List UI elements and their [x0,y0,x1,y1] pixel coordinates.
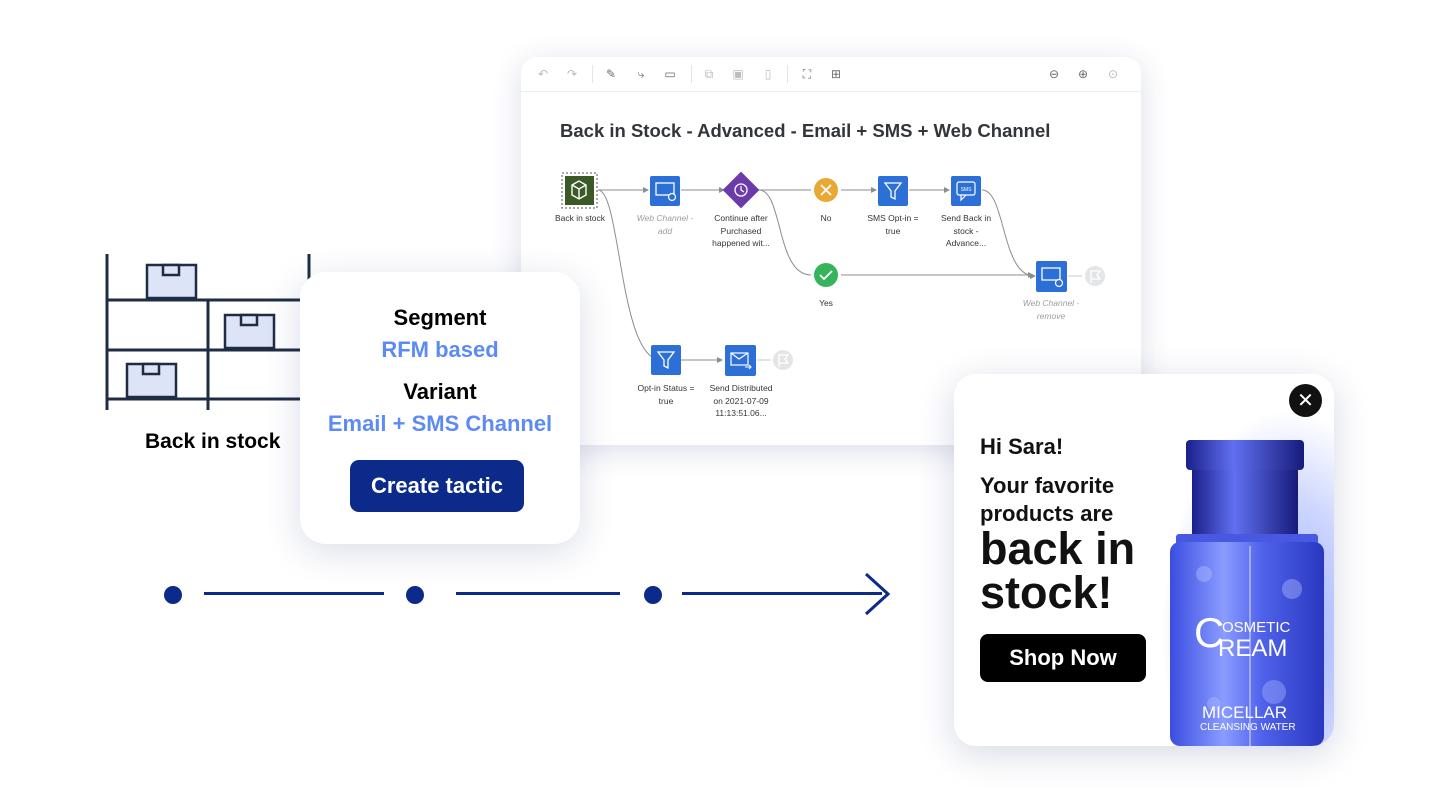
pencil-icon[interactable]: ✎ [605,67,617,81]
web-channel-remove-label: Web Channel -remove [1022,298,1080,321]
editor-toolbar: ↶ ↷ ✎ ⤷ ▭ ⧉ ▣ ▯ ⛶ ⊞ ⊖ ⊕ ⊙ [521,57,1141,92]
zoom-out-icon[interactable]: ⊖ [1048,67,1060,81]
start-node-label: Back in stock [554,213,606,223]
shelf-label: Back in stock [145,430,281,453]
optin-status-label: Opt-in Status =true [637,383,695,406]
sms-badge-text: SMS [961,187,973,193]
box-icon [223,313,276,350]
web-channel-add-label: Web Channel -add [636,213,694,236]
web-channel-add-node[interactable] [650,176,680,206]
variant-heading: Variant [403,379,477,404]
copy-icon[interactable]: ⧉ [704,67,714,81]
journey-title: Back in Stock - Advanced - Email + SMS +… [560,120,1051,141]
yes-branch-node[interactable] [814,263,838,287]
timeline-segment [204,592,384,595]
connect-icon[interactable]: ⤷ [637,67,645,81]
end-flag-icon [773,350,793,370]
send-sms-node[interactable]: SMS [951,176,981,206]
undo-icon[interactable]: ↶ [537,67,549,81]
x-icon [820,184,832,196]
filter-icon [656,351,676,370]
shelf-illustration [105,254,311,410]
zoom-reset-icon[interactable]: ⊙ [1107,67,1119,81]
redo-icon[interactable]: ↷ [566,67,578,81]
optin-status-filter-node[interactable] [651,345,681,375]
web-channel-remove-node[interactable] [1036,261,1067,292]
zoom-in-icon[interactable]: ⊕ [1077,67,1089,81]
timeline-segment [682,592,882,595]
end-flag-icon [1085,266,1105,286]
delete-icon[interactable]: ▯ [764,67,772,81]
start-node[interactable] [561,172,598,209]
segment-heading: Segment [393,305,487,330]
yes-branch-label: Yes [819,298,833,308]
email-icon [730,352,749,366]
variant-value: Email + SMS Channel [327,411,553,436]
no-branch-node[interactable] [814,178,838,202]
box-icon [125,362,178,399]
timeline-segment [456,592,620,595]
flow-canvas: SMS [561,171,1105,376]
shop-now-button[interactable]: Shop Now [980,634,1146,682]
send-email-node[interactable] [725,345,756,376]
box-icon [571,180,587,200]
close-button[interactable]: ✕ [1289,384,1322,417]
timeline-dot [644,586,662,604]
no-branch-label: No [820,213,832,223]
wait-node[interactable] [722,171,760,209]
tactic-card: Segment RFM based Variant Email + SMS Ch… [300,272,580,544]
segment-value: RFM based [381,337,499,362]
clock-icon [734,183,748,197]
timeline-dot [406,586,424,604]
fit-icon[interactable]: ⛶ [802,67,812,81]
filter-icon [883,182,903,201]
sms-optin-filter-node[interactable] [878,176,908,206]
arrow-right-icon [864,572,891,616]
check-icon [819,270,833,281]
comment-icon[interactable]: ▭ [664,67,676,81]
paste-icon[interactable]: ▣ [732,67,744,81]
timeline-dot [164,586,182,604]
browser-icon [1041,267,1061,281]
toolbar-divider [787,65,788,83]
toolbar-divider [691,65,692,83]
product-image [1124,374,1334,746]
toolbar-divider [592,65,593,83]
sms-optin-label: SMS Opt-in =true [867,213,919,236]
auto-layout-icon[interactable]: ⊞ [830,67,842,81]
create-tactic-button[interactable]: Create tactic [350,460,524,512]
flow-connectors [597,187,1082,363]
browser-icon [655,182,675,196]
box-icon [145,263,198,300]
greeting-text: Hi Sara! [980,434,1064,459]
